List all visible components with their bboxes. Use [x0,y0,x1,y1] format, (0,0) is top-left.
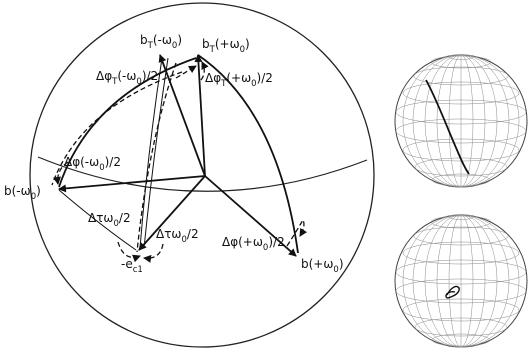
label-dphi-minus: Δφ(-ω0)/2 [64,155,121,173]
angle-arc-dphiT-plus [200,61,209,81]
label-dphiT-plus: ΔφT(+ω0)/2 [205,71,273,89]
double-arc-1 [139,57,163,249]
vector-bT-plus [194,54,206,177]
wireframe-sphere-bottom [394,214,528,348]
angle-arc-dtau-right [143,243,164,263]
vector-b-minus [58,175,206,193]
wireframe-sphere-top [394,54,528,188]
vector-b-plus [204,175,297,257]
label-bT-minus: bT(-ω0) [140,33,182,51]
label-bT-plus: bT(+ω0) [202,37,250,55]
label-b-minus: b(-ω0) [4,184,41,202]
angle-arc-dphi-plus [286,218,308,247]
vector-bT-minus [158,54,206,177]
double-arc-2 [143,57,169,249]
arc-bT-to-b-plus [197,54,299,254]
sphere-grid-bottom [394,214,528,348]
vector-e-c1 [138,175,206,251]
main-sphere: bT(-ω0) bT(+ω0) ΔφT(-ω0)/2 ΔφT(+ω0)/2 b(… [4,2,375,348]
arc-b-minus-to-e-c1 [58,189,137,251]
equator-arc [37,156,368,192]
label-dtau-right: Δτω0/2 [156,227,199,245]
label-e-c1: -ec1 [121,257,143,275]
label-dphiT-minus: ΔφT(-ω0)/2 [96,69,158,87]
label-dtau-left: Δτω0/2 [88,211,131,229]
dashed-arc-left-inner [136,62,177,253]
trajectory-curve-top [425,79,470,175]
arc-bT-to-b-minus [58,57,197,188]
label-dphi-plus: Δφ(+ω0)/2 [222,235,285,253]
label-b-plus: b(+ω0) [301,257,344,275]
sphere-grid-top [394,54,528,188]
trajectory-loop-bottom [445,285,460,299]
angle-arc-dphiT-minus [175,65,197,79]
angle-arc-dphi-minus [53,161,69,185]
angle-arc-dtau-left [117,241,141,263]
sphere-outline [29,2,375,348]
